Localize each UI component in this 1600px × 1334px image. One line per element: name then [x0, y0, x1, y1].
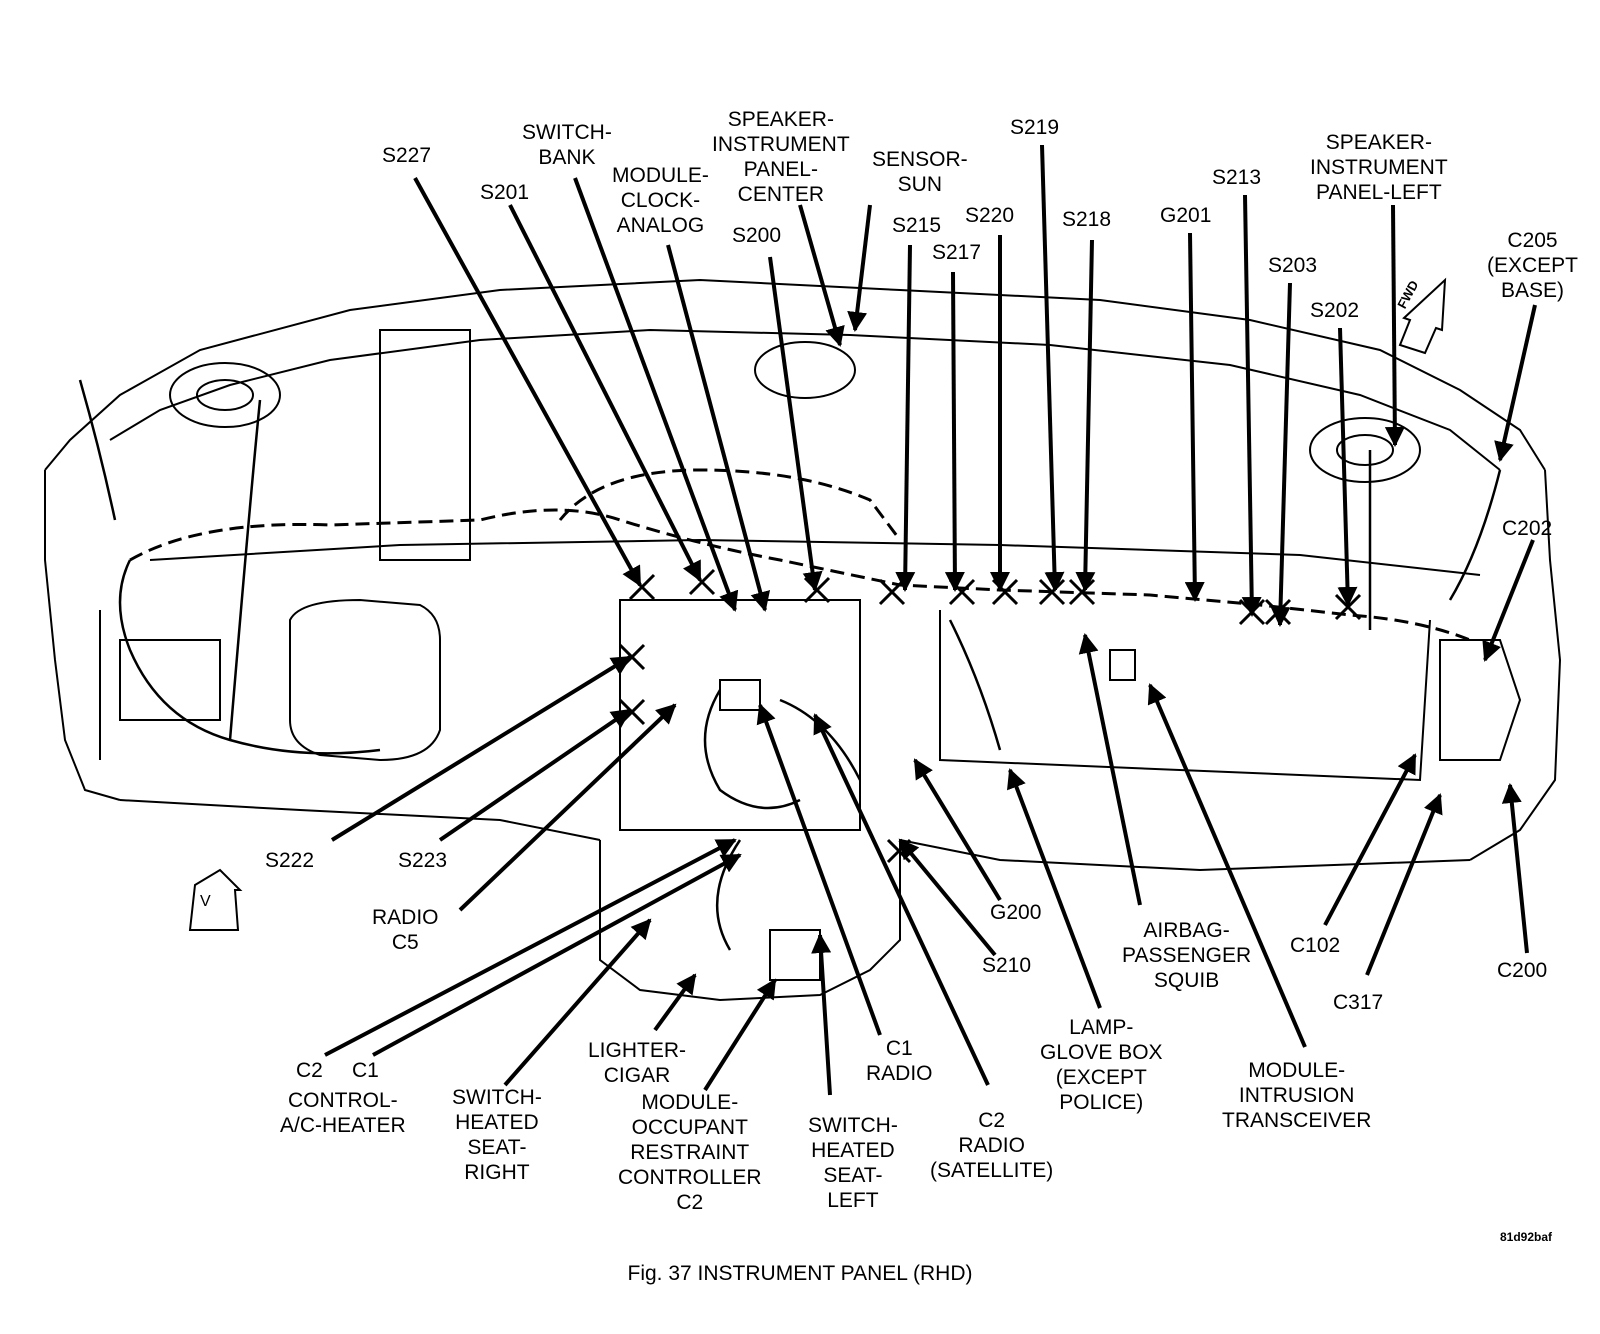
label-switch-heated-seat-left: SWITCH- HEATED SEAT- LEFT — [808, 1114, 898, 1212]
label-lighter-cigar: LIGHTER- CIGAR — [588, 1039, 687, 1087]
fwd-arrow — [1398, 277, 1447, 355]
label-g201: G201 — [1160, 204, 1212, 227]
label-s202: S202 — [1310, 299, 1360, 322]
label-s218: S218 — [1062, 208, 1112, 231]
dashboard-outline — [44, 278, 1562, 1002]
label-speaker-ip-left: SPEAKER- INSTRUMENT PANEL-LEFT — [1310, 131, 1448, 204]
label-s220: S220 — [965, 204, 1015, 227]
label-lamp-glove-box: LAMP- GLOVE BOX (EXCEPT POLICE) — [1040, 1016, 1163, 1114]
label-module-clock-analog: MODULE- CLOCK- ANALOG — [612, 164, 709, 237]
label-s217: S217 — [932, 241, 982, 264]
label-c1: C1 — [352, 1059, 379, 1082]
label-c202: C202 — [1502, 517, 1553, 540]
label-s200: S200 — [732, 224, 782, 247]
label-c1-radio: C1 RADIO — [866, 1037, 933, 1085]
label-radio-c5: RADIO C5 — [372, 906, 439, 954]
label-module-intrusion-transceiver: MODULE- INTRUSION TRANSCEIVER — [1222, 1059, 1372, 1132]
label-control-ac-heater: CONTROL- A/C-HEATER — [280, 1089, 406, 1137]
label-module-orc-c2: MODULE- OCCUPANT RESTRAINT CONTROLLER C2 — [618, 1091, 762, 1214]
label-switch-bank: SWITCH- BANK — [522, 121, 612, 169]
label-s219: S219 — [1010, 116, 1060, 139]
label-sensor-sun: SENSOR- SUN — [872, 148, 968, 196]
label-c205: C205 (EXCEPT BASE) — [1487, 229, 1579, 302]
label-g200: G200 — [990, 901, 1042, 924]
view-arrow — [188, 868, 243, 931]
label-c2: C2 — [296, 1059, 323, 1082]
leader-lines — [324, 144, 1537, 1096]
label-s222: S222 — [265, 849, 315, 872]
image-code: 81d92baf — [1500, 1230, 1553, 1244]
label-s227: S227 — [382, 144, 432, 167]
figure-caption: Fig. 37 INSTRUMENT PANEL (RHD) — [627, 1262, 973, 1285]
label-c200: C200 — [1497, 959, 1548, 982]
label-speaker-ip-center: SPEAKER- INSTRUMENT PANEL- CENTER — [712, 108, 850, 206]
label-s201: S201 — [480, 181, 530, 204]
label-c2-radio-satellite: C2 RADIO (SATELLITE) — [930, 1109, 1054, 1182]
label-s223: S223 — [398, 849, 448, 872]
label-s210: S210 — [982, 954, 1032, 977]
label-airbag-passenger-squib: AIRBAG- PASSENGER SQUIB — [1122, 919, 1252, 992]
view-label: V — [200, 893, 211, 910]
label-s203: S203 — [1268, 254, 1318, 277]
label-s213: S213 — [1212, 166, 1262, 189]
label-c317: C317 — [1333, 991, 1384, 1014]
wire-harness — [129, 468, 1471, 642]
label-switch-heated-seat-right: SWITCH- HEATED SEAT- RIGHT — [452, 1086, 542, 1184]
label-c102: C102 — [1290, 934, 1341, 957]
label-s215: S215 — [892, 214, 942, 237]
